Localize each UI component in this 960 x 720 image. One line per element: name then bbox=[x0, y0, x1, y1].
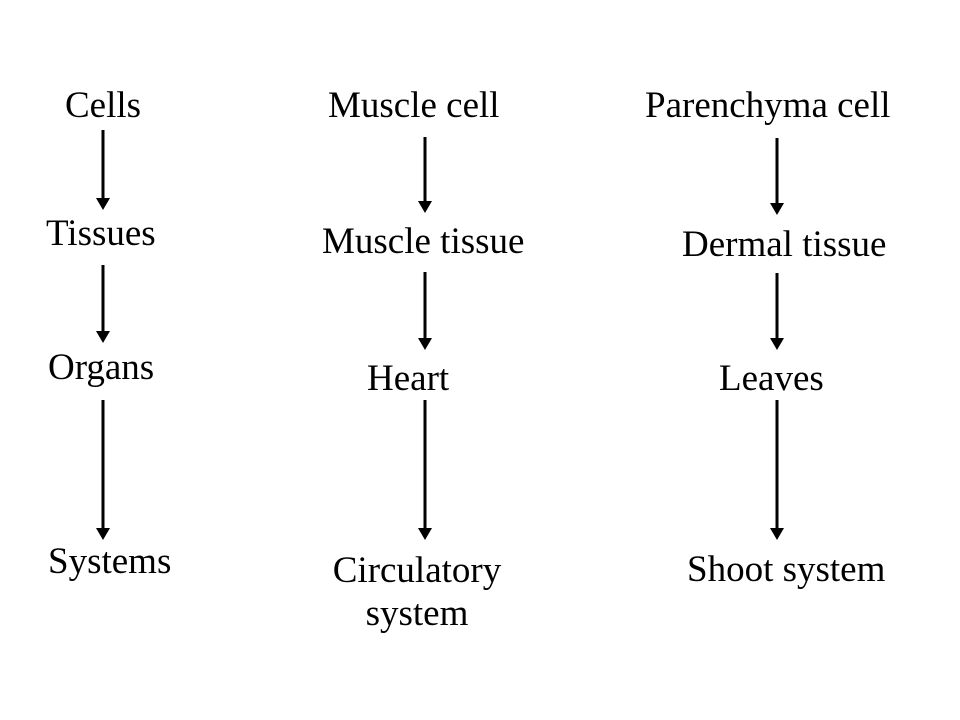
label-circulatory-system: Circulatory system bbox=[307, 549, 527, 635]
label-circulatory-line1: Circulatory bbox=[332, 550, 502, 591]
arrow-leaves-to-shoot-head bbox=[770, 528, 784, 540]
label-heart: Heart bbox=[367, 358, 450, 399]
label-organs: Organs bbox=[48, 347, 155, 388]
arrow-tissues-to-organs-head bbox=[96, 331, 110, 343]
arrow-musclecell-to-muscletissue-head bbox=[418, 201, 432, 213]
label-cells: Cells bbox=[65, 85, 142, 126]
label-dermal-tissue: Dermal tissue bbox=[682, 224, 887, 265]
label-muscle-tissue: Muscle tissue bbox=[322, 221, 525, 262]
label-tissues: Tissues bbox=[46, 213, 156, 254]
label-systems: Systems bbox=[48, 541, 172, 582]
label-parenchyma-cell: Parenchyma cell bbox=[645, 85, 891, 126]
label-muscle-cell: Muscle cell bbox=[328, 85, 500, 126]
arrow-muscletissue-to-heart-head bbox=[418, 338, 432, 350]
arrow-organs-to-systems-head bbox=[96, 528, 110, 540]
label-circulatory-line2: system bbox=[365, 593, 469, 634]
arrow-dermal-to-leaves-head bbox=[770, 338, 784, 350]
arrow-heart-to-circulatory-head bbox=[418, 528, 432, 540]
arrow-parenchyma-to-dermal-head bbox=[770, 203, 784, 215]
label-leaves: Leaves bbox=[719, 358, 824, 399]
label-shoot-system: Shoot system bbox=[687, 549, 886, 590]
arrow-cells-to-tissues-head bbox=[96, 198, 110, 210]
